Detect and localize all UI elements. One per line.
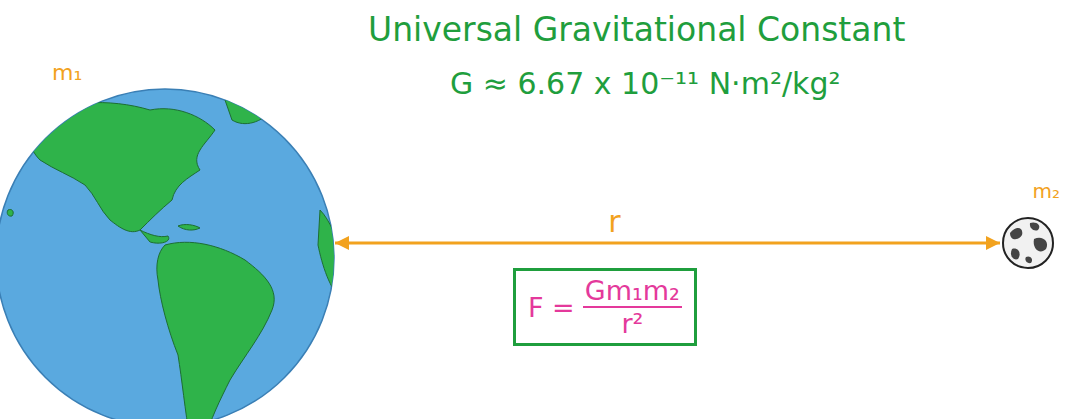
mass-label: m₂ — [1033, 179, 1061, 203]
distance-line — [335, 242, 1000, 245]
moon-illustration — [1000, 215, 1060, 271]
distance-arrow — [335, 236, 1000, 250]
distance-label: r — [608, 204, 620, 239]
fraction-bar — [583, 306, 682, 308]
earth-body: m₁ — [0, 60, 335, 419]
formula-lhs: F = — [528, 292, 575, 323]
arrow-head — [335, 236, 349, 250]
fraction: Gm₁m₂r² — [583, 275, 682, 339]
formula-denominator: r² — [621, 308, 643, 339]
earth-illustration — [0, 60, 335, 419]
arrow-head — [986, 236, 1000, 250]
formula-box: F = Gm₁m₂r² — [513, 268, 697, 346]
title-text: Universal Gravitational Constant — [368, 10, 905, 49]
formula-numerator: Gm₁m₂ — [583, 275, 682, 306]
constant-value: G ≈ 6.67 x 10⁻¹¹ N·m²/kg² — [450, 66, 840, 101]
mass-label: m₁ — [52, 60, 82, 85]
moon-body: m₂ — [1000, 175, 1062, 271]
